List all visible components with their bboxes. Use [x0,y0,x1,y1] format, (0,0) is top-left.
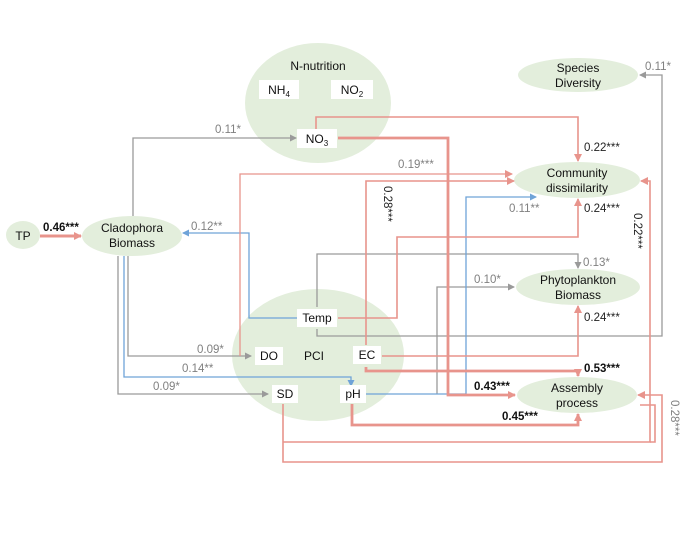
coef-clad-sd: 0.09* [153,381,180,393]
path-ph-assembly [350,404,582,427]
path-assembly-comm [640,404,656,443]
no2-box [331,80,373,99]
n-nutrition-ellipse [245,43,391,163]
cladophora-line2: Biomass [109,236,155,250]
tp-label: TP [15,229,30,243]
species-diversity-line2: Diversity [555,76,601,90]
coef-temp-clad: 0.12** [191,221,223,233]
path-no3-assembly [338,136,516,399]
path-clad-do [127,256,252,360]
species-diversity-line1: Species [557,61,600,75]
tp-ellipse [6,221,40,249]
coef-ph-phyto: 0.10* [474,274,501,286]
path-clad-comm [239,170,513,356]
path-no3-comm [315,116,582,162]
coef-ph-comm: 0.11** [509,203,540,215]
phytoplankton-line2: Biomass [555,288,601,302]
path-loop-comm [283,177,651,443]
cladophora-biomass-ellipse [82,216,182,256]
coef-no3-assembly: 0.43*** [474,381,510,393]
path-clad-sd [117,256,269,398]
coef-assembly-comm: 0.22*** [631,213,643,249]
ec-label: EC [359,348,376,362]
species-diversity-ellipse [518,58,638,92]
ph-label: pH [345,387,360,401]
nh4-box [259,80,299,99]
coef-ec-phyto: 0.24*** [584,312,620,324]
path-ph-comm [365,193,537,395]
coef-ec-assembly: 0.53*** [584,363,620,375]
ph-box [340,385,366,403]
coef-clad-no3: 0.11* [215,124,242,136]
path-clad-ph [123,256,355,387]
no2-label: NO2 [341,83,364,99]
path-temp-clad [182,229,298,319]
path-temp-species [316,71,663,337]
community-dissimilarity-line1: Community [547,166,608,180]
do-box [255,347,283,365]
coef-clad-comm: 0.19*** [398,159,434,171]
path-clad-no3 [132,134,297,216]
temp-box [297,309,337,327]
community-dissimilarity-ellipse [514,162,640,198]
path-temp-comm [338,198,582,319]
do-label: DO [260,349,278,363]
coef-temp-comm: 0.24*** [584,203,620,215]
sd-box [272,385,298,403]
n-nutrition-title: N-nutrition [290,59,345,73]
no3-label: NO3 [306,132,329,148]
coef-tp-clad: 0.46*** [43,222,79,234]
path-ph-phyto [436,283,515,394]
temp-label: Temp [302,311,332,325]
coef-species-div: 0.11* [645,61,672,73]
coef-sd-assembly: 0.28*** [668,400,680,436]
coef-temp-phyto: 0.13* [583,257,610,269]
path-ec-assembly [364,367,582,377]
assembly-process-ellipse [517,377,637,413]
assembly-line1: Assembly [551,381,603,395]
community-dissimilarity-line2: dissimilarity [546,181,608,195]
coef-clad-do: 0.09* [197,344,224,356]
coef-no3-comm: 0.22*** [584,142,620,154]
sd-label: SD [277,387,294,401]
assembly-line2: process [556,396,598,410]
cladophora-line1: Cladophora [101,221,163,235]
phytoplankton-line1: Phytoplankton [540,273,616,287]
no3-box [297,129,337,148]
path-ec-comm [365,177,515,345]
ec-box [353,346,381,364]
path-ec-phyto [382,305,582,357]
nh4-label: NH4 [268,83,290,99]
pci-label: PCI [304,349,324,363]
phytoplankton-biomass-ellipse [516,269,640,305]
coef-ph-assembly: 0.45*** [502,411,538,423]
coef-ec-comm: 0.28*** [381,186,393,222]
coef-clad-ph: 0.14** [182,363,214,375]
